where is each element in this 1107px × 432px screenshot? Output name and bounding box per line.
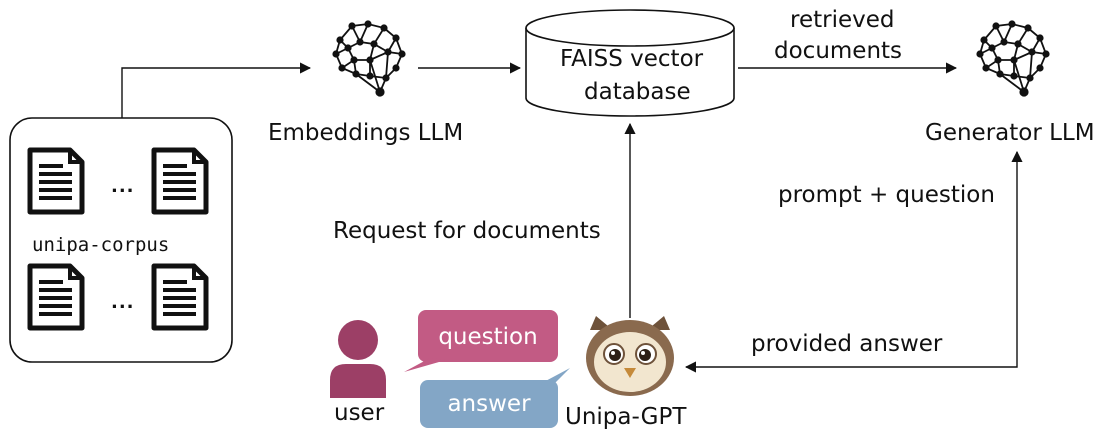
corpus-box — [9, 117, 233, 363]
corpus-ellipsis-bottom: ... — [111, 292, 135, 313]
corpus-ellipsis-top: ... — [111, 176, 135, 197]
vector-db-label-line2: database — [584, 79, 691, 105]
retrieved-documents-label-line1: retrieved — [790, 7, 895, 33]
question-bubble-text: question — [438, 324, 538, 350]
retrieved-documents-label-line2: documents — [774, 38, 903, 64]
prompt-answer-arrow — [684, 150, 1023, 373]
assistant-label: Unipa-GPT — [565, 404, 687, 430]
question-bubble — [404, 310, 558, 372]
database-cylinder-icon — [525, 9, 735, 117]
corpus-to-embeddings-arrow — [121, 62, 312, 118]
generator-llm-label: Generator LLM — [925, 120, 1095, 146]
corpus-name-label: unipa-corpus — [32, 234, 170, 256]
generator-brain-icon — [975, 19, 1051, 98]
prompt-question-label: prompt + question — [778, 182, 995, 208]
user-icon — [330, 320, 386, 398]
user-label: user — [334, 400, 385, 426]
request-documents-label: Request for documents — [333, 218, 601, 244]
answer-bubble-text: answer — [447, 391, 531, 417]
provided-answer-label: provided answer — [751, 331, 943, 357]
answer-bubble — [420, 368, 570, 428]
owl-icon — [586, 316, 674, 396]
embeddings-brain-icon — [331, 19, 407, 98]
vector-db-label-line1: FAISS vector — [560, 46, 704, 72]
embeddings-llm-label: Embeddings LLM — [268, 120, 464, 146]
